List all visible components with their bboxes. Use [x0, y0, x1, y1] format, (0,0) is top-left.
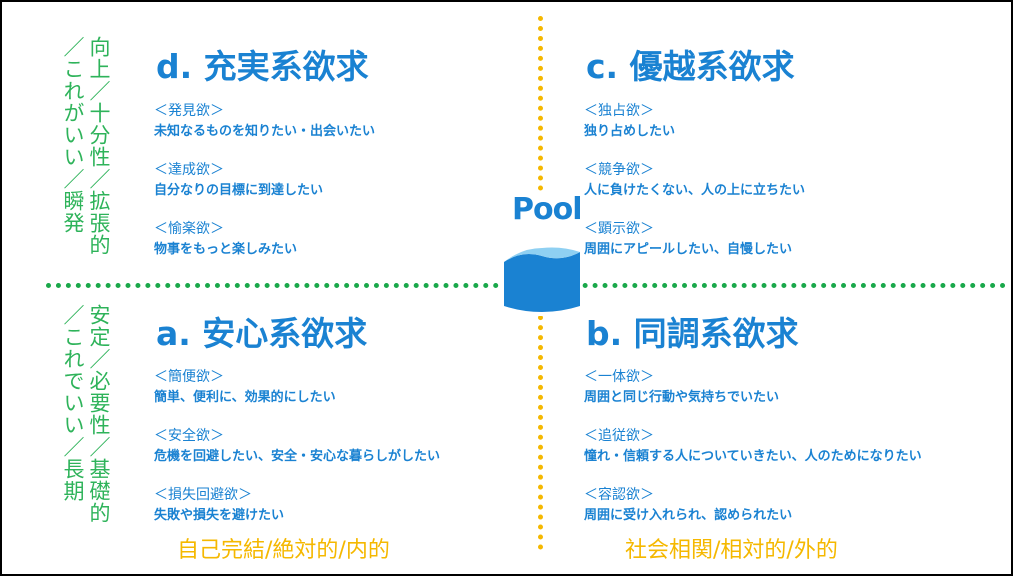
quadrant-a-title: a. 安心系欲求	[156, 314, 368, 353]
left-axis-bottom-label: 安定／必要性／基礎的／これでいい／長期	[60, 304, 112, 524]
item-label: ＜達成欲＞	[154, 162, 224, 178]
left-axis-top-label: 向上／十分性／拡張的／これがいい／瞬発	[60, 36, 112, 256]
item-desc: 人に負けたくない、人の上に立ちたい	[584, 183, 806, 198]
list-item: ＜追従欲＞ 憧れ・信頼する人についていきたい、人のためになりたい	[584, 425, 922, 484]
item-label: ＜追従欲＞	[584, 428, 654, 444]
quadrant-b-title: b. 同調系欲求	[586, 314, 799, 353]
item-label: ＜発見欲＞	[154, 103, 224, 119]
quadrant-d-title: d. 充実系欲求	[156, 47, 369, 86]
list-item: ＜愉楽欲＞ 物事をもっと楽しみたい	[154, 218, 375, 277]
axis-label-line: 向上／十分性／拡張的	[87, 36, 111, 256]
item-desc: 周囲に受け入れられ、認められたい	[584, 508, 793, 523]
list-item: ＜安全欲＞ 危機を回避したい、安全・安心な暮らしがしたい	[154, 425, 440, 484]
bottom-axis-left-label: 自己完結/絶対的/内的	[177, 538, 390, 563]
item-desc: 失敗や損失を避けたい	[154, 508, 285, 523]
list-item: ＜発見欲＞ 未知なるものを知りたい・出会いたい	[154, 100, 375, 159]
item-label: ＜簡便欲＞	[154, 369, 224, 385]
item-desc: 物事をもっと楽しみたい	[154, 242, 298, 257]
water-tank-icon	[504, 247, 580, 312]
quadrant-c-title: c. 優越系欲求	[586, 47, 795, 86]
item-desc: 憧れ・信頼する人についていきたい、人のためになりたい	[584, 449, 922, 464]
item-label: ＜損失回避欲＞	[154, 487, 252, 503]
item-desc: 簡単、便利に、効果的にしたい	[154, 390, 336, 405]
item-label: ＜一体欲＞	[584, 369, 654, 385]
item-label: ＜安全欲＞	[154, 428, 224, 444]
pool-logo: Pool	[502, 192, 582, 316]
item-label: ＜独占欲＞	[584, 103, 654, 119]
item-label: ＜容認欲＞	[584, 487, 654, 503]
list-item: ＜独占欲＞ 独り占めしたい	[584, 100, 805, 159]
item-label: ＜顕示欲＞	[584, 221, 654, 237]
list-item: ＜競争欲＞ 人に負けたくない、人の上に立ちたい	[584, 159, 805, 218]
item-label: ＜競争欲＞	[584, 162, 654, 178]
logo-text: Pool	[512, 192, 582, 227]
bottom-axis-right-label: 社会相関/相対的/外的	[625, 538, 838, 563]
item-label: ＜愉楽欲＞	[154, 221, 224, 237]
list-item: ＜容認欲＞ 周囲に受け入れられ、認められたい	[584, 484, 922, 543]
item-desc: 危機を回避したい、安全・安心な暮らしがしたい	[154, 449, 441, 464]
list-item: ＜一体欲＞ 周囲と同じ行動や気持ちでいたい	[584, 366, 922, 425]
item-desc: 周囲にアピールしたい、自慢したい	[584, 242, 793, 257]
list-item: ＜顕示欲＞ 周囲にアピールしたい、自慢したい	[584, 218, 805, 277]
list-item: ＜損失回避欲＞ 失敗や損失を避けたい	[154, 484, 440, 543]
item-desc: 周囲と同じ行動や気持ちでいたい	[584, 390, 780, 405]
quadrant-d-items: ＜発見欲＞ 未知なるものを知りたい・出会いたい ＜達成欲＞ 自分なりの目標に到達した…	[154, 100, 375, 277]
list-item: ＜簡便欲＞ 簡単、便利に、効果的にしたい	[154, 366, 440, 425]
list-item: ＜達成欲＞ 自分なりの目標に到達したい	[154, 159, 375, 218]
quadrant-a-items: ＜簡便欲＞ 簡単、便利に、効果的にしたい ＜安全欲＞ 危機を回避したい、安全・安心な…	[154, 366, 440, 543]
item-desc: 自分なりの目標に到達したい	[154, 183, 324, 198]
axis-label-line: 安定／必要性／基礎的	[87, 304, 111, 524]
item-desc: 未知なるものを知りたい・出会いたい	[154, 124, 376, 139]
item-desc: 独り占めしたい	[584, 124, 676, 139]
quadrant-b-items: ＜一体欲＞ 周囲と同じ行動や気持ちでいたい ＜追従欲＞ 憧れ・信頼する人についていき…	[584, 366, 922, 543]
axis-label-line: ／これでいい／長期	[61, 304, 85, 502]
quadrant-c-items: ＜独占欲＞ 独り占めしたい ＜競争欲＞ 人に負けたくない、人の上に立ちたい ＜顕示欲…	[584, 100, 805, 277]
axis-label-line: ／これがいい／瞬発	[61, 36, 85, 234]
